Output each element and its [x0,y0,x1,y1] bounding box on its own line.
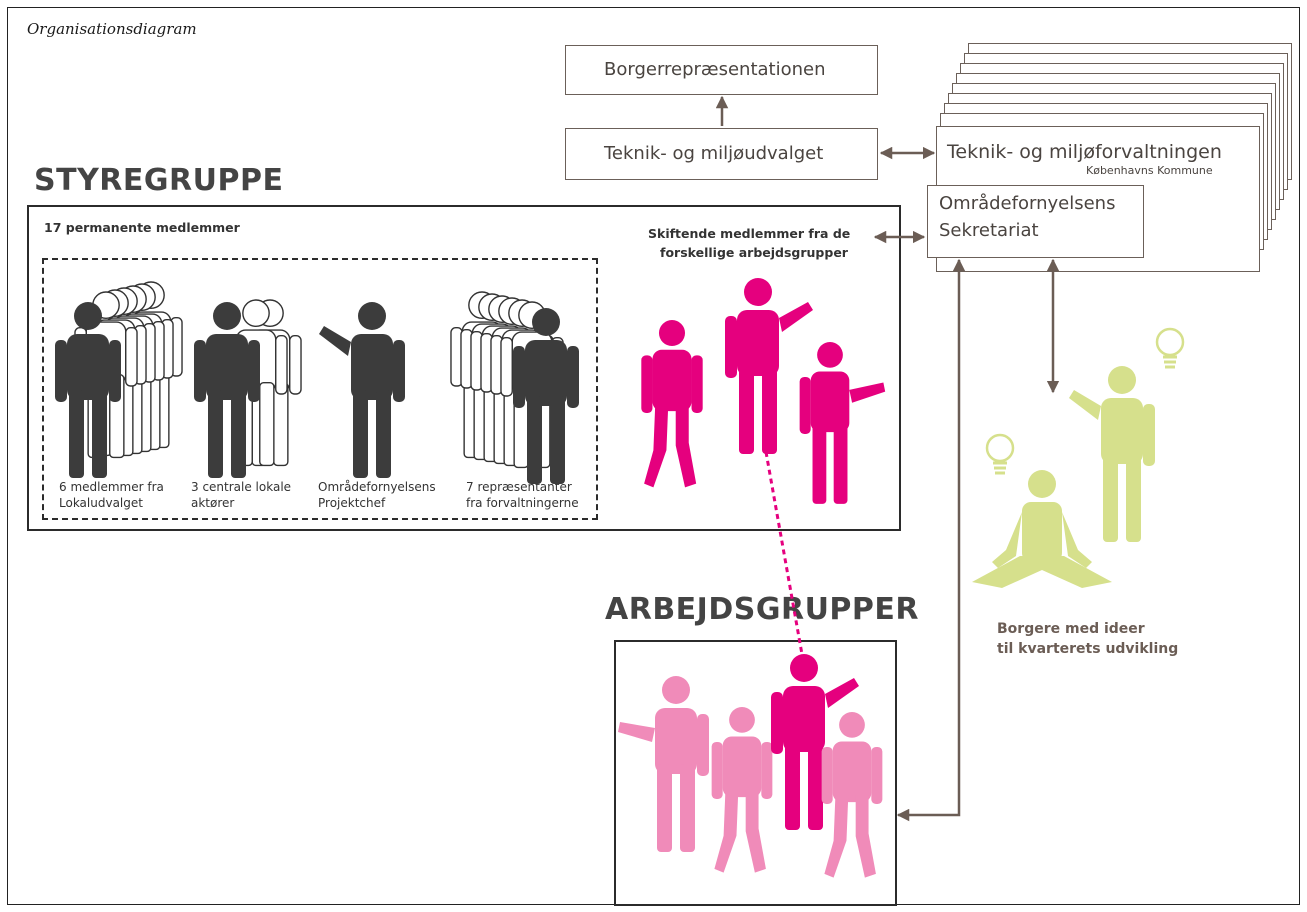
workgroup-member-figure [711,707,773,873]
shifting-members-label-line1: Skiftende medlemmer fra de [648,226,851,241]
sekretariat-box [927,185,1144,258]
forvaltning-label: Teknik- og miljøforvaltningen [947,141,1222,163]
udvalget-label: Teknik- og miljøudvalget [604,143,824,164]
citizen-meditating-figure [972,470,1112,588]
group-label-line1: 3 centrale lokale [191,480,292,494]
shifting-member-figure [641,320,703,488]
lightbulb-icon [1155,327,1185,369]
forvaltning-repraesentant-figure [513,308,579,484]
workgroup-lead-figure [771,654,859,830]
group-label-line2: aktører [191,496,235,510]
lightbulb-icon [985,433,1015,475]
shifting-members-label-line2: forskellige arbejdsgrupper [660,245,848,260]
group-label-line2: Projektchef [318,496,386,510]
sekretariat-label-line2: Sekretariat [939,220,1039,241]
borgerrepraesentationen-label: Borgerrepræsentationen [604,59,826,80]
sekretariat-label-line1: Områdefornyelsens [939,193,1116,214]
group-label-line2: Lokaludvalget [59,496,143,510]
udvalget-box [565,128,878,180]
borgere-label-line1: Borgere med ideer [997,621,1145,637]
borgere-label-line2: til kvarterets udvikling [997,641,1179,657]
group-label-line1: 6 medlemmer fra [59,480,164,494]
lokale-aktoerer-figure [194,302,260,478]
diagram-title: Organisationsdiagram [27,20,197,38]
citizen-figure [1069,366,1155,542]
styregruppe-heading: STYREGRUPPE [34,163,284,198]
permanent-members-label: 17 permanente medlemmer [44,220,240,235]
projektchef-figure [319,302,405,478]
permanent-members-dashed-box [42,258,598,520]
group-label-line2: fra forvaltningerne [466,496,579,510]
workgroup-member-figure [821,712,883,878]
workgroup-member-figure [618,676,709,852]
group-label-line1: 7 repræsentanter [466,480,572,494]
arrow-sekretariat-arbejdsgrupper [896,258,966,822]
kommune-label: Københavns Kommune [1086,164,1213,177]
dotted-link-styregruppe-arbejdsgrupper [764,451,805,661]
arbejdsgrupper-heading: ARBEJDSGRUPPER [605,592,920,627]
arbejdsgrupper-box [614,640,897,906]
lokaludvalg-figure [55,302,121,478]
shifting-member-figure [725,278,813,454]
group-label-line1: Områdefornyelsens [318,480,436,494]
borgerrepraesentationen-box [565,45,878,95]
shifting-member-figure [799,342,886,504]
